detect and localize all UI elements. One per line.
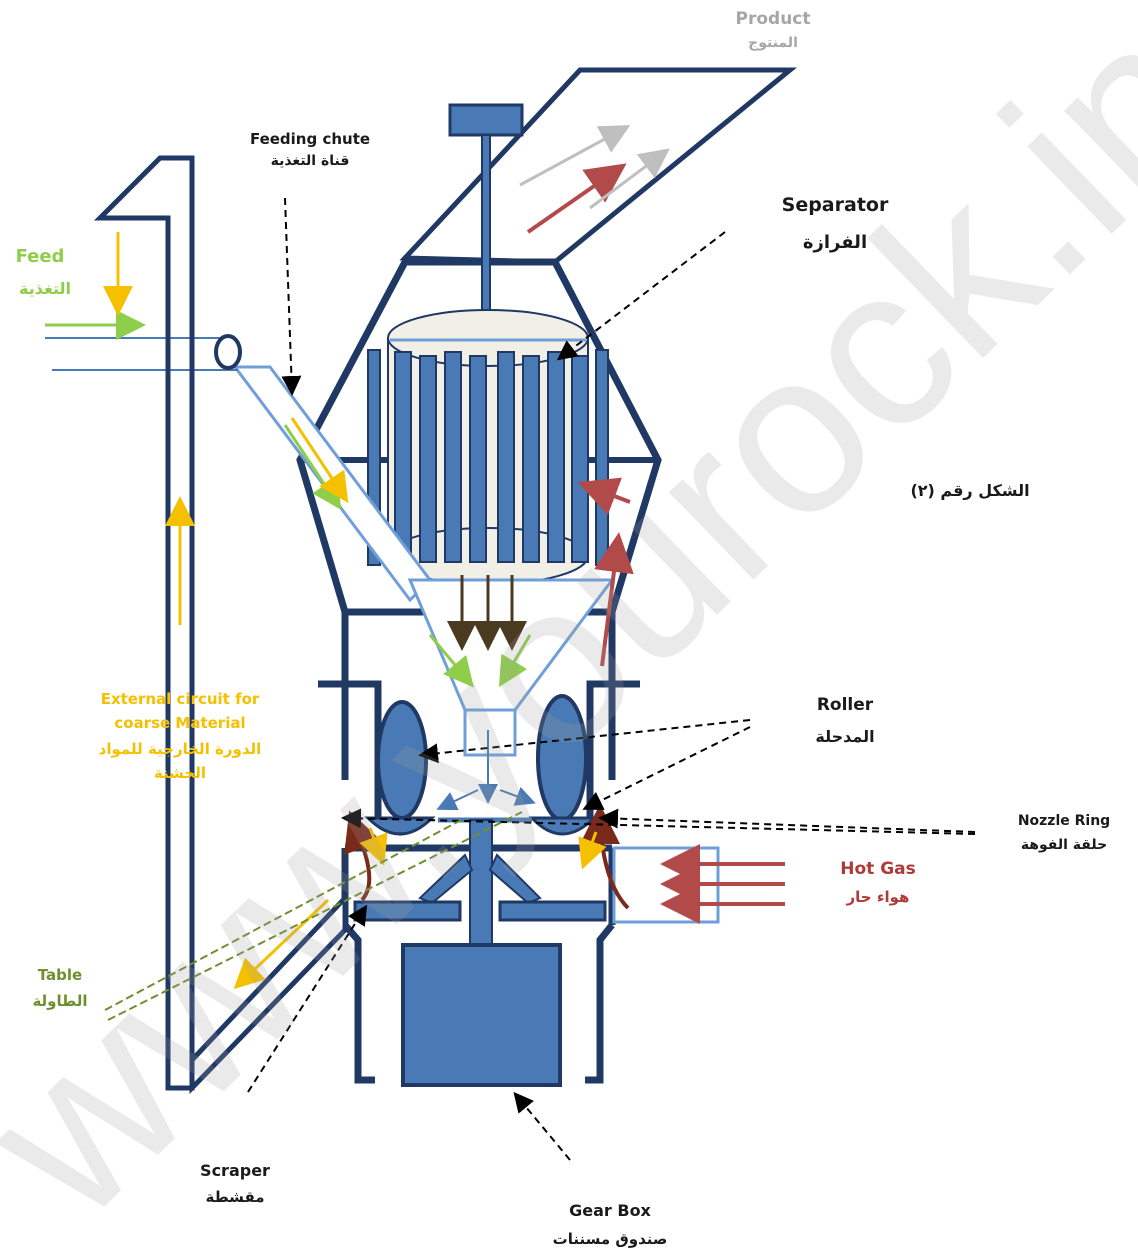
grinding-table [353, 730, 607, 1087]
roller-label: Roller [816, 695, 874, 715]
external-circuit-label-2: coarse Material [114, 714, 246, 732]
rotor-blade [419, 355, 437, 563]
feed-pipe [45, 232, 242, 371]
rollers [364, 694, 598, 836]
roller-right [536, 694, 588, 822]
rotor-blade [469, 355, 487, 563]
external-circuit-label-ar-2: الخشنة [153, 764, 207, 782]
hot-gas-inlet [344, 477, 785, 924]
rotor-blade [394, 351, 412, 563]
separator-rotor [367, 309, 609, 585]
scraper-left [353, 900, 462, 922]
rotor-blade [571, 355, 589, 563]
scraper-label: Scraper [200, 1161, 270, 1180]
product-label-ar: المنتوج [748, 35, 798, 51]
external-elevator [93, 155, 348, 1095]
separator-motor [448, 103, 524, 137]
product-label: Product [735, 9, 811, 29]
rotor-blade [497, 351, 515, 563]
table-label: Table [37, 966, 83, 984]
feeding-chute-label-ar: قناة التغذية [270, 153, 350, 169]
external-circuit-label: External circuit for [100, 690, 260, 708]
external-circuit-label-ar: الدورة الخارجية للمواد [98, 740, 262, 758]
roller-left [376, 700, 428, 820]
product-flow-arrow [519, 125, 631, 187]
rotor-blade [547, 351, 565, 563]
product-duct [399, 67, 798, 265]
table-label-ar: الطاولة [32, 992, 88, 1010]
gear-box [401, 943, 562, 1087]
gear-box-label: Gear Box [569, 1201, 651, 1220]
feeding-chute [231, 365, 615, 757]
product-flow-arrow [526, 163, 627, 234]
roller-label-ar: المدحلة [815, 727, 875, 746]
feed-label-ar: التغذية [18, 279, 71, 298]
separator-label-ar: الفرازة [802, 232, 868, 253]
figure-caption: الشكل رقم (٢) [910, 481, 1030, 500]
rotor-blade [522, 355, 540, 563]
hot-gas-label: Hot Gas [840, 859, 916, 879]
scraper-label-ar: مقشطة [205, 1188, 265, 1206]
feeding-chute-label: Feeding chute [249, 130, 371, 148]
nozzle-ring-label: Nozzle Ring [1017, 813, 1111, 829]
scraper-right [498, 900, 607, 922]
product-flow-arrow [589, 148, 670, 210]
rotor-blade [444, 351, 462, 563]
separator-label: Separator [781, 194, 889, 216]
table-leader-lines [104, 811, 523, 1021]
nozzle-ring-label-ar: حلقة الفوهة [1020, 837, 1108, 853]
feed-label: Feed [15, 246, 65, 267]
leader-lines [247, 197, 976, 1161]
hot-gas-label-ar: هواء حار [846, 888, 910, 906]
gear-box-label-ar: صندوق مسننات [552, 1230, 668, 1248]
